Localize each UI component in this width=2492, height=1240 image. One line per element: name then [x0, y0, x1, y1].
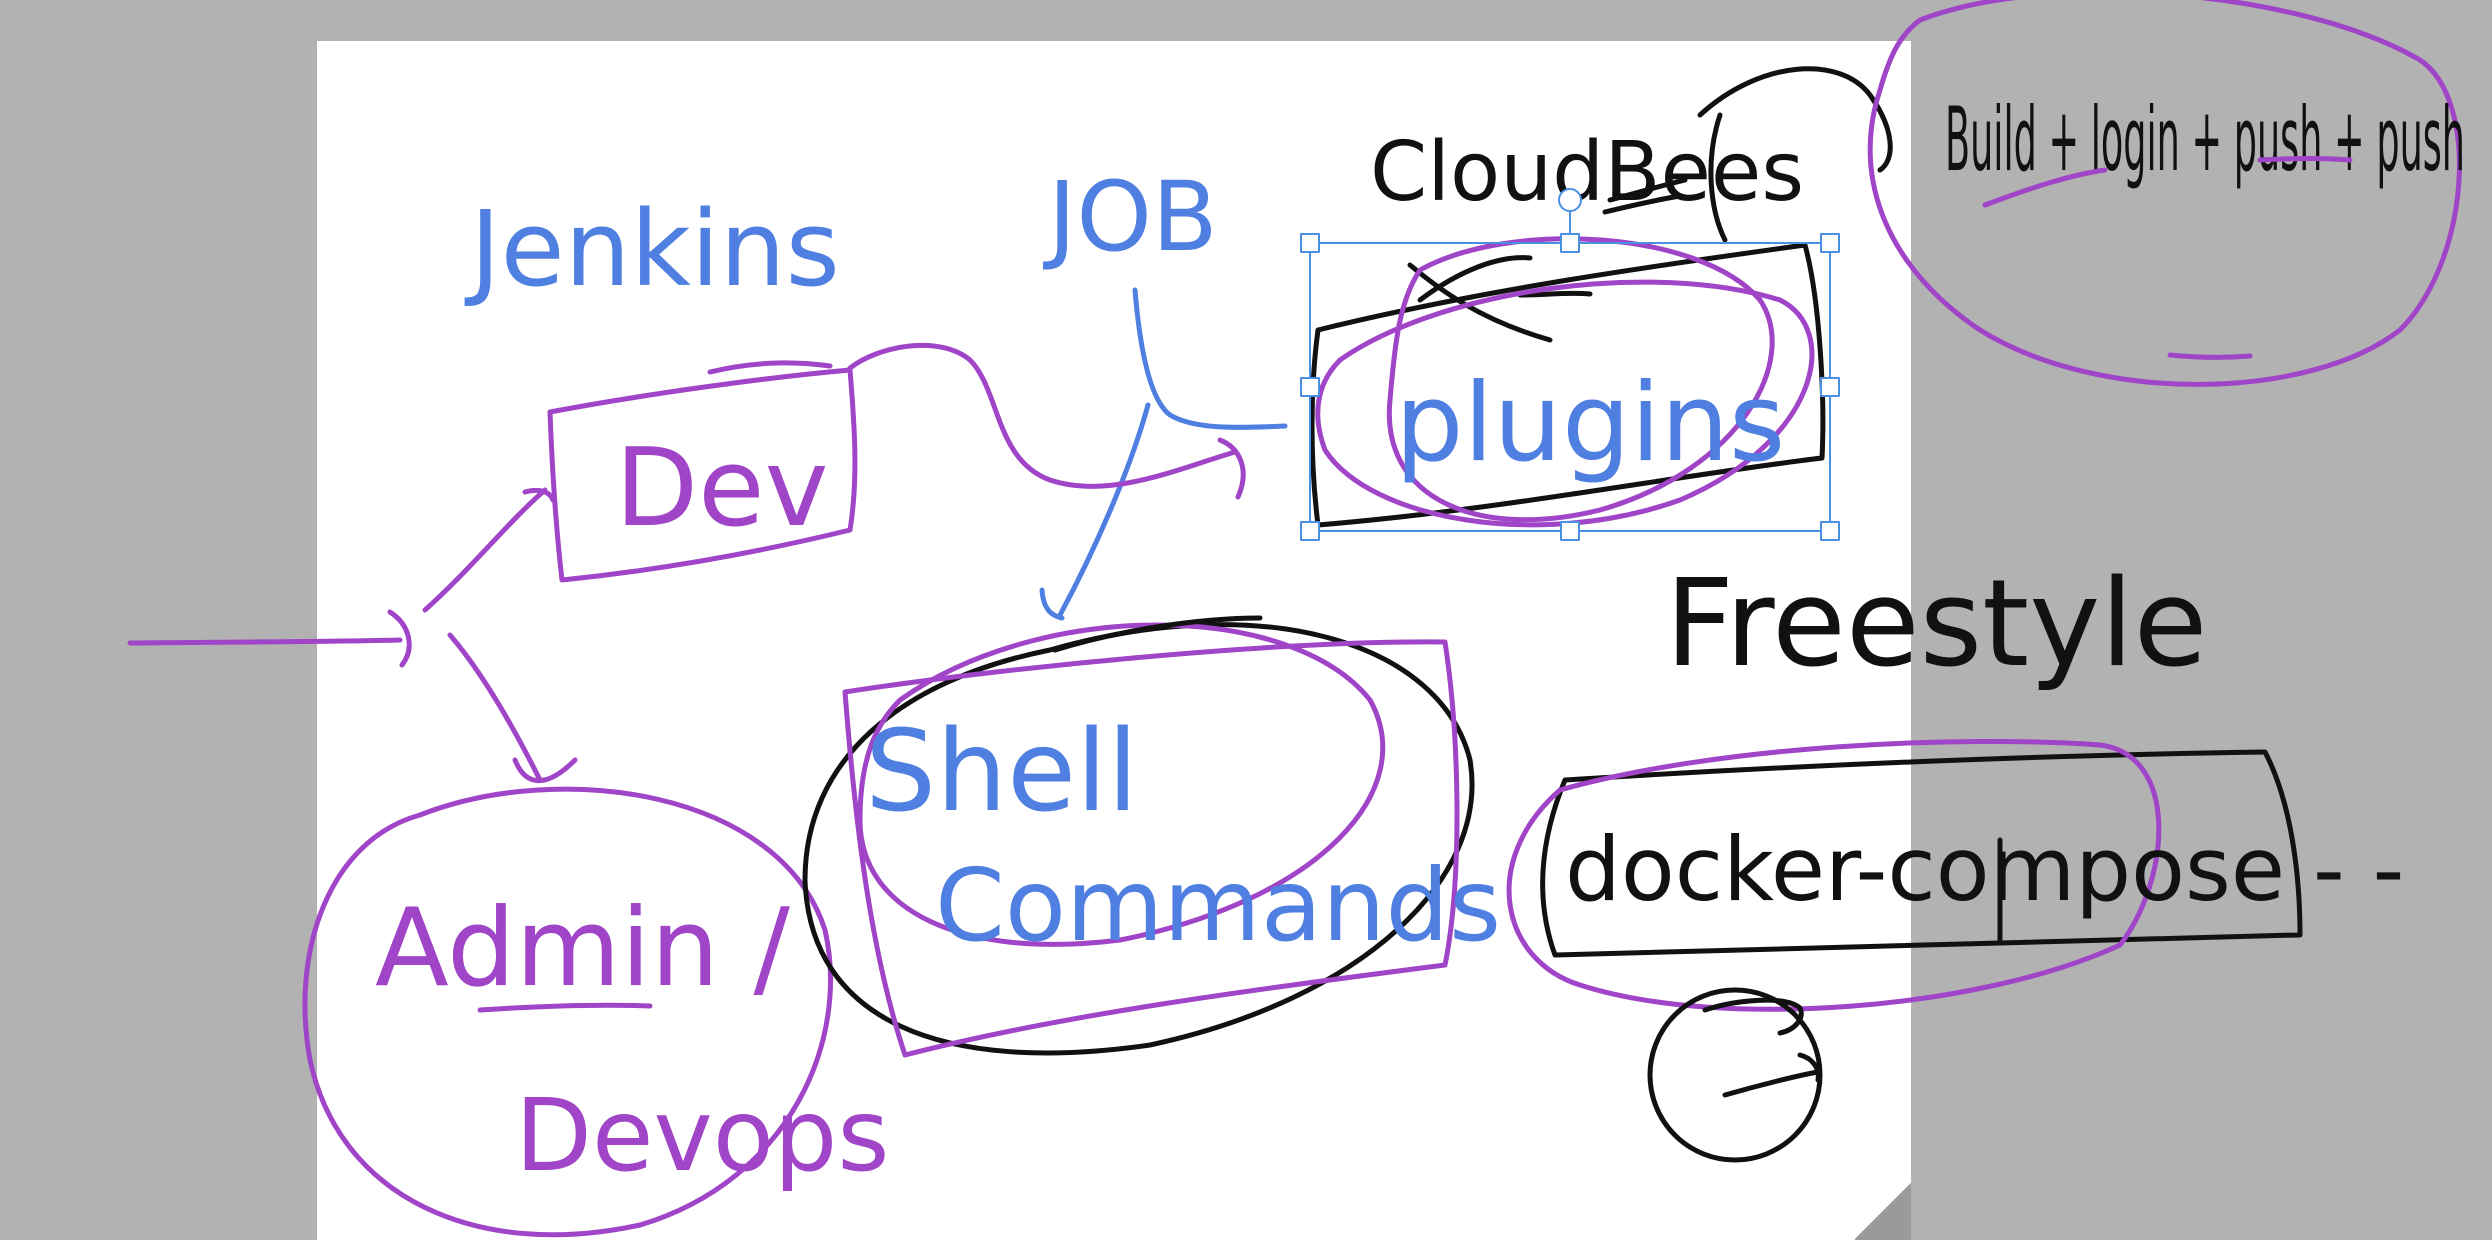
shell-to-plugins-arrow	[1039, 402, 1151, 621]
whiteboard-page[interactable]	[317, 41, 1911, 1240]
docker-compose-label: docker-compose - -	[1565, 818, 2404, 921]
shell-purple-box	[842, 639, 1460, 1058]
dev-box	[547, 367, 858, 583]
shell-black-stroke	[1052, 615, 1263, 653]
resize-handle-bottom[interactable]	[1560, 521, 1580, 541]
page-fold-corner	[1855, 1181, 1911, 1240]
rotate-handle[interactable]	[1558, 188, 1582, 212]
resize-handle-top[interactable]	[1560, 233, 1580, 253]
docker-black-box	[1540, 749, 2303, 958]
plugins-purple-ellipse-2	[1315, 279, 1815, 528]
shell-commands-node[interactable]: Shell Commands	[802, 615, 1501, 1058]
docker-purple-ellipse	[1506, 738, 2162, 1012]
resize-handle-right[interactable]	[1820, 377, 1840, 397]
cloudbees-annotation[interactable]: CloudBees	[1370, 66, 1893, 243]
dev-to-plugins-arrow	[847, 342, 1246, 500]
resize-handle-top-left[interactable]	[1300, 233, 1320, 253]
shell-label: Shell	[865, 707, 1138, 837]
push-underline	[2167, 352, 2253, 360]
jenkins-label: Jenkins	[464, 188, 840, 310]
incoming-arrow	[127, 609, 412, 668]
resize-handle-bottom-left[interactable]	[1300, 521, 1320, 541]
commands-label: Commands	[935, 847, 1501, 964]
resize-handle-top-right[interactable]	[1820, 233, 1840, 253]
run-circle-node[interactable]	[1647, 987, 1823, 1163]
shell-purple-ellipse	[857, 622, 1386, 947]
plugins-black-box	[1309, 242, 1826, 528]
build-push-node[interactable]: Build + login + push + push	[1867, 0, 2465, 387]
job-annotation[interactable]: JOB	[1043, 161, 1288, 430]
run-arrow-top	[1702, 997, 1804, 1036]
cloudbees-to-build-connector	[1697, 66, 1893, 243]
selection-frame[interactable]	[1300, 188, 1840, 541]
freestyle-label: Freestyle	[1665, 555, 2207, 694]
dev-label: Dev	[615, 426, 829, 551]
build-underline	[1982, 167, 2108, 208]
admin-devops-circle	[302, 786, 833, 1238]
login-underline	[2257, 156, 2353, 163]
dev-box-tail	[707, 360, 833, 375]
jenkins-annotation[interactable]: Jenkins	[464, 188, 840, 310]
job-label: JOB	[1043, 161, 1218, 273]
dev-node[interactable]: Dev	[547, 360, 858, 583]
resize-handle-left[interactable]	[1300, 377, 1320, 397]
cloudbees-label: CloudBees	[1370, 125, 1804, 220]
plugins-node[interactable]: plugins	[1300, 188, 1840, 541]
resize-handle-bottom-right[interactable]	[1820, 521, 1840, 541]
run-arrow-bottom	[1722, 1052, 1821, 1098]
build-push-ellipse	[1867, 0, 2462, 387]
devops-label: Devops	[515, 1077, 889, 1194]
job-connector-line	[1132, 287, 1288, 430]
plugins-purple-ellipse-1	[1386, 236, 1775, 523]
split-to-admin-arrow	[447, 632, 578, 784]
docker-compose-node[interactable]: docker-compose - -	[1506, 738, 2404, 1012]
plugins-label: plugins	[1395, 361, 1785, 486]
admin-underline	[477, 1002, 653, 1013]
cloudbees-underline	[1602, 177, 1688, 215]
split-to-dev-arrow	[422, 487, 556, 613]
build-login-label: Build + login + push + push	[1945, 88, 2465, 191]
shell-black-ellipse	[802, 622, 1475, 1056]
admin-label: Admin /	[375, 886, 791, 1011]
admin-devops-node[interactable]: Admin / Devops	[302, 786, 890, 1238]
